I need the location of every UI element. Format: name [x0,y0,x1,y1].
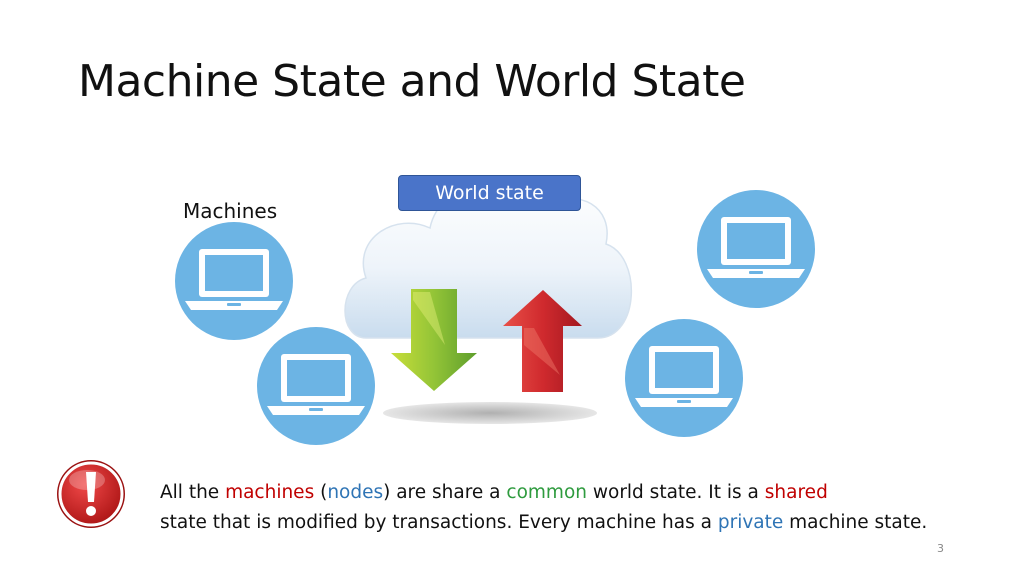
highlight-machines: machines [225,482,315,503]
note-text-segment: ( [314,482,328,503]
note-text-segment: All the [160,482,226,503]
arrow-down-icon [391,289,477,391]
arrow-up-icon [503,290,582,392]
highlight-nodes: nodes [327,482,384,503]
machine-node-4 [625,319,743,437]
note-text-segment: ) are share a [383,482,507,503]
machines-label: Machines [183,199,278,223]
note-text-segment: machine state. [783,512,928,533]
exclamation-icon [57,460,125,528]
note-line-1: All the machines (nodes) are share a com… [160,478,927,508]
slide-title: Machine State and World State [78,56,746,107]
highlight-private: private [717,512,784,533]
machine-node-3 [697,190,815,308]
highlight-shared: shared [764,482,828,503]
note-text-segment: state that is modified by transactions. … [160,512,718,533]
machine-node-2 [257,327,375,445]
note-text-segment: world state. It is a [586,482,765,503]
highlight-common: common [506,482,587,503]
note-text: All the machines (nodes) are share a com… [160,478,927,538]
world-state-label: World state [398,175,581,211]
note-line-2: state that is modified by transactions. … [160,508,927,538]
page-number: 3 [937,542,944,555]
machine-node-1 [175,222,293,340]
cloud-shadow [383,402,597,424]
